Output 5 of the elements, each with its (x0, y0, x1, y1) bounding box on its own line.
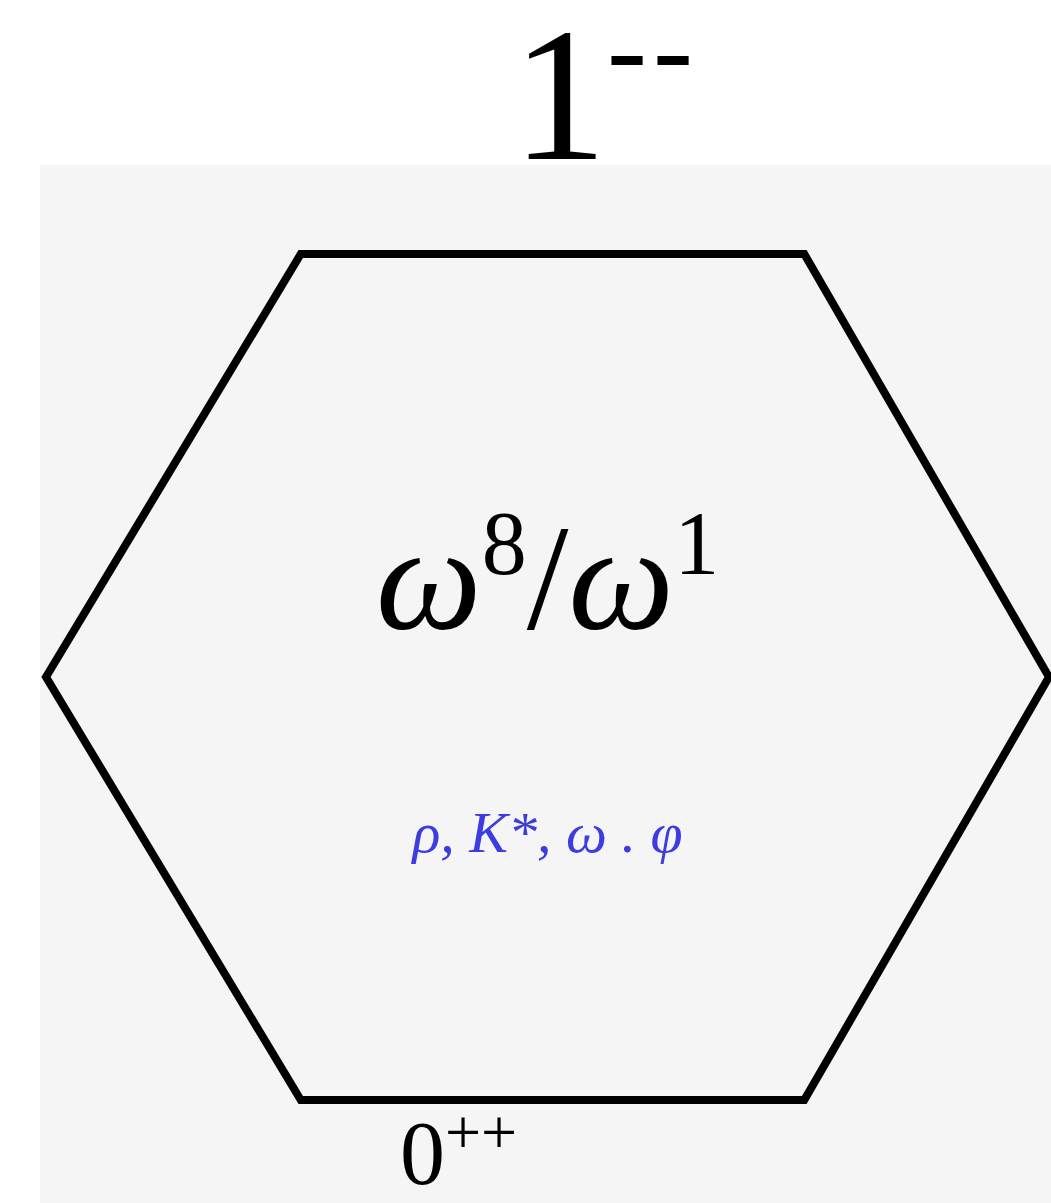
quantum-number-label: 0$^{++}$ (400, 1108, 518, 1203)
title: 1$^{--}$ (512, 0, 699, 202)
hexagon (41, 250, 1051, 1104)
meson-list: ρ, K*, ω . φ (412, 799, 683, 866)
ratio-label: ω$^{8}$/ω$^{1}$ (375, 498, 720, 663)
